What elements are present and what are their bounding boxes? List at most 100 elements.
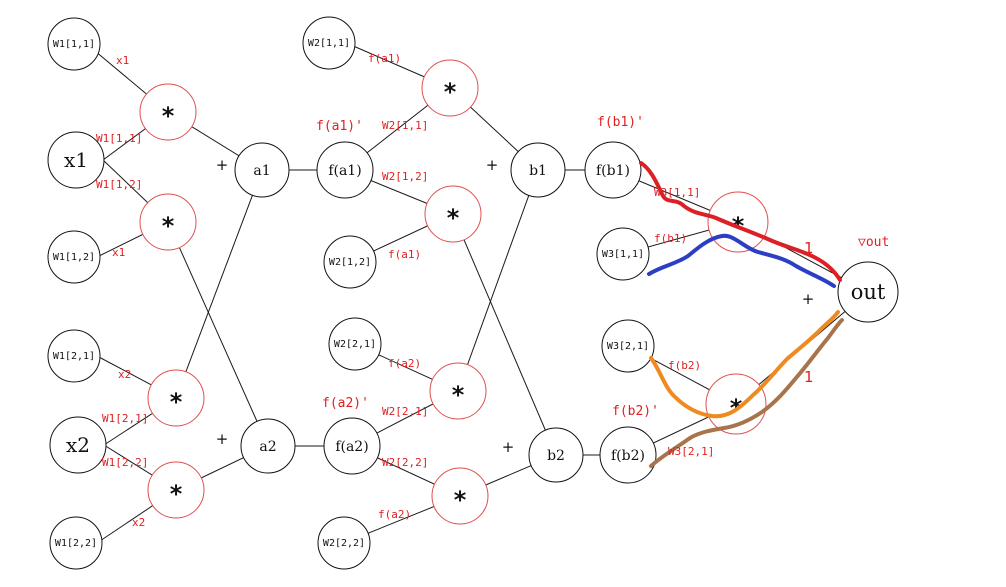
node-label: a1 <box>253 163 270 179</box>
node-label: b1 <box>529 163 547 179</box>
annotation-fb1-prime: f(b1)' <box>597 115 644 130</box>
node-mult-6: * <box>424 185 482 243</box>
edge-m6-b2 <box>452 213 557 456</box>
node-label: f(a1) <box>328 163 361 179</box>
plus-signs: + + + + + <box>216 156 815 456</box>
annotation-w222-at-fa2: W2[2,2] <box>382 456 428 469</box>
graph-edges <box>94 44 869 544</box>
node-b2: b2 <box>528 427 584 483</box>
node-w3-1-1: W3[1,1] <box>596 227 650 281</box>
node-w1-1-2: W1[1,2] <box>47 230 101 284</box>
annotation-x1-top: x1 <box>116 54 129 67</box>
annotation-fb2-prime: f(b2)' <box>612 404 659 419</box>
node-label: W3[2,1] <box>607 341 649 352</box>
node-mult-5: * <box>421 59 479 117</box>
node-w1-2-2: W1[2,2] <box>49 516 103 570</box>
annotation-w211-at-fa1: W2[1,1] <box>382 119 428 132</box>
node-label: W1[1,2] <box>53 252 95 263</box>
node-a1: a1 <box>234 142 290 198</box>
node-label: a2 <box>259 439 276 455</box>
annotation-w121-at-x2: W1[2,1] <box>102 412 148 425</box>
annotation-fa2-bottom: f(a2) <box>378 508 411 521</box>
annotation-fb1-at-w311: f(b1) <box>654 232 687 245</box>
node-label: * <box>444 78 457 106</box>
annotation-one-bottom: 1 <box>804 368 814 386</box>
node-out: out <box>837 261 899 323</box>
node-w2-1-2: W2[1,2] <box>323 235 377 289</box>
node-mult-2: * <box>139 193 197 251</box>
plus-sign-out: + <box>802 290 815 308</box>
node-w3-2-1: W3[2,1] <box>601 319 655 373</box>
node-mult-3: * <box>147 369 205 427</box>
gradient-highlight-paths <box>639 161 844 468</box>
node-f-b2: f(b2) <box>599 426 657 484</box>
node-label: b2 <box>547 448 565 464</box>
blue-highlight-path <box>647 233 836 288</box>
node-mult-4: * <box>147 461 205 519</box>
annotation-fa1-top: f(a1) <box>368 52 401 65</box>
annotation-w311-at-fb1: W3[1,1] <box>654 186 700 199</box>
node-label: W1[1,1] <box>53 39 95 50</box>
annotation-fa1-bottom: f(a1) <box>388 248 421 261</box>
node-label: f(b2) <box>611 448 645 464</box>
orange-highlight-path <box>649 310 840 419</box>
node-f-a1: f(a1) <box>316 141 374 199</box>
graph-nodes: W1[1,1] W1[1,2] W1[2,1] W1[2,2] x1 x2 * <box>47 16 899 570</box>
node-label: x1 <box>64 148 88 172</box>
node-label: * <box>452 381 465 409</box>
node-w1-1-1: W1[1,1] <box>47 17 101 71</box>
annotation-x2-top: x2 <box>118 368 131 381</box>
plus-sign-a1: + <box>216 156 229 174</box>
annotation-w212-at-fa1: W2[1,2] <box>382 170 428 183</box>
annotation-fa2-top: f(a2) <box>388 357 421 370</box>
edge-m2-a2 <box>167 221 269 447</box>
annotation-fa2-prime: f(a2)' <box>322 396 369 411</box>
plus-sign-b2: + <box>502 438 515 456</box>
node-label: x2 <box>66 433 90 457</box>
node-label: W1[2,2] <box>55 538 97 549</box>
node-x2: x2 <box>49 416 107 474</box>
node-b1: b1 <box>510 142 566 198</box>
plus-sign-b1: + <box>486 156 499 174</box>
node-label: out <box>851 280 886 304</box>
plus-sign-a2: + <box>216 430 229 448</box>
node-f-a2: f(a2) <box>323 417 381 475</box>
node-label: W2[2,2] <box>323 538 365 549</box>
node-label: * <box>162 102 175 130</box>
node-mult-1: * <box>139 83 197 141</box>
node-label: * <box>162 212 175 240</box>
node-f-b1: f(b1) <box>584 141 642 199</box>
node-label: W3[1,1] <box>602 249 644 260</box>
node-label: * <box>447 204 460 232</box>
node-label: f(b1) <box>596 163 630 179</box>
annotation-w221-at-fa2: W2[2,1] <box>382 405 428 418</box>
node-w2-2-2: W2[2,2] <box>317 516 371 570</box>
annotation-w112-at-x1: W1[1,2] <box>96 178 142 191</box>
node-mult-7: * <box>429 362 487 420</box>
annotation-fb2-at-w321: f(b2) <box>668 359 701 372</box>
annotation-w111-at-x1: W1[1,1] <box>96 132 142 145</box>
node-label: f(a2) <box>335 439 368 455</box>
brown-highlight-path <box>649 318 844 468</box>
node-label: * <box>454 486 467 514</box>
node-x1: x1 <box>47 131 105 189</box>
node-label: * <box>170 480 183 508</box>
edge-m3-a1 <box>175 169 263 399</box>
node-w1-2-1: W1[2,1] <box>47 329 101 383</box>
node-mult-8: * <box>431 467 489 525</box>
edge-m7-b1 <box>457 169 539 392</box>
annotation-fa1-prime: f(a1)' <box>316 119 363 134</box>
node-w2-2-1: W2[2,1] <box>328 317 382 371</box>
node-label: W2[1,2] <box>329 257 371 268</box>
node-w2-1-1: W2[1,1] <box>302 16 356 70</box>
annotation-one-top: 1 <box>804 239 814 257</box>
node-label: * <box>170 388 183 416</box>
node-a2: a2 <box>240 418 296 474</box>
annotation-x2-bottom: x2 <box>132 516 145 529</box>
annotation-grad-out: ▽out <box>858 235 889 250</box>
node-label: W2[1,1] <box>308 38 350 49</box>
node-label: W2[2,1] <box>334 339 376 350</box>
annotation-w321-at-fb2: W3[2,1] <box>668 445 714 458</box>
annotations: x1 W1[1,1] W1[1,2] x1 x2 W1[2,1] W1[2,2]… <box>96 52 889 529</box>
